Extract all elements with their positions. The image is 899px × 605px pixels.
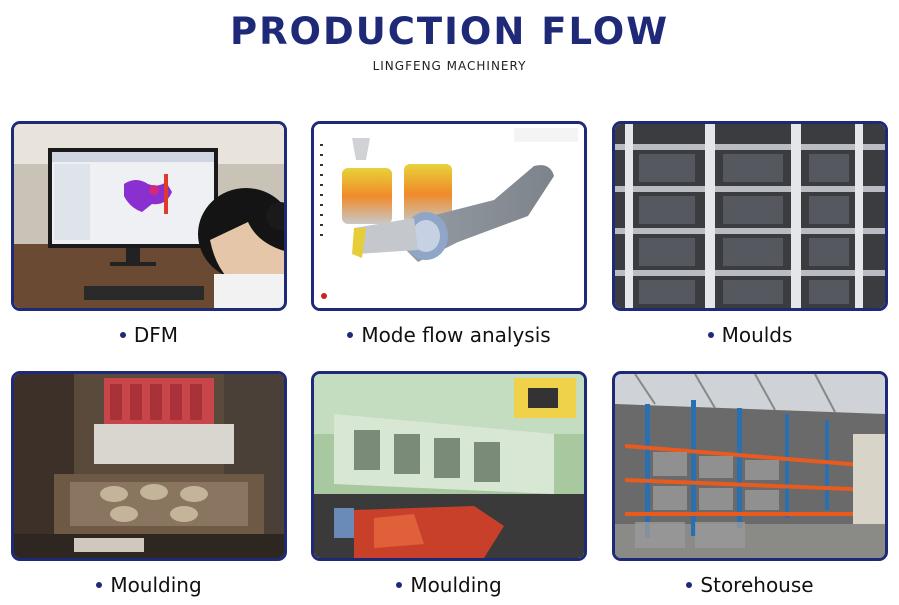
step-caption-moulding-1: Moulding — [4, 573, 294, 597]
page-subtitle: LINGFENG MACHINERY — [372, 59, 527, 73]
step-caption-storehouse: Storehouse — [605, 573, 895, 597]
step-image-storehouse — [612, 371, 888, 561]
step-image-dfm — [11, 121, 287, 311]
step-image-mode-flow-analysis — [311, 121, 587, 311]
bullet-icon — [347, 331, 354, 338]
page-title: PRODUCTION FLOW — [229, 10, 670, 53]
bullet-icon — [707, 331, 714, 338]
step-caption-dfm: DFM — [4, 323, 294, 347]
step-image-moulding-2 — [311, 371, 587, 561]
step-caption-moulding-2: Moulding — [304, 573, 594, 597]
bullet-icon — [396, 581, 403, 588]
step-caption-moulds: Moulds — [605, 323, 895, 347]
bullet-icon — [686, 581, 693, 588]
step-image-moulding-1 — [11, 371, 287, 561]
step-image-moulds — [612, 121, 888, 311]
step-caption-mode-flow-analysis: Mode flow analysis — [304, 323, 594, 347]
bullet-icon — [96, 581, 103, 588]
bullet-icon — [119, 331, 126, 338]
